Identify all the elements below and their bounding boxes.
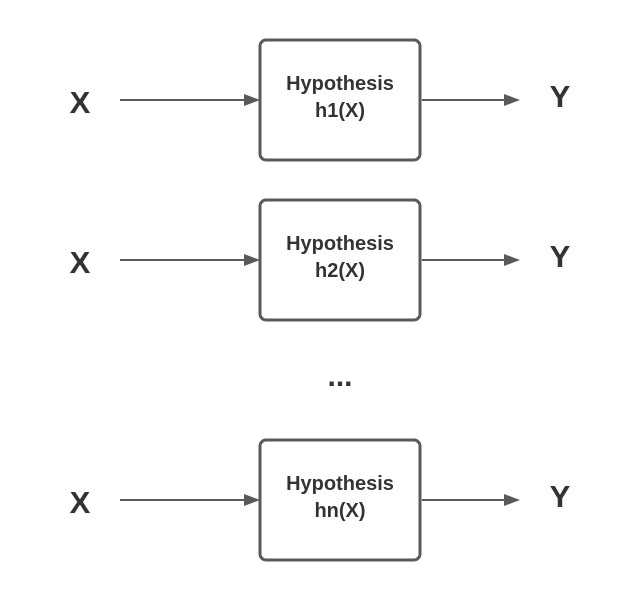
input-label: X (70, 85, 91, 120)
output-arrow-head (504, 254, 520, 266)
input-arrow-head (244, 494, 260, 506)
output-arrow-head (504, 494, 520, 506)
hypothesis-box (258, 198, 422, 322)
hypothesis-row-2: X Hypothesis h2(X) Y (70, 198, 571, 322)
input-label: X (70, 245, 91, 280)
output-label: Y (550, 239, 571, 274)
hypothesis-box (258, 38, 422, 162)
hypothesis-row-n: X Hypothesis hn(X) Y (70, 438, 571, 562)
output-label: Y (550, 479, 571, 514)
hypothesis-box-title: Hypothesis (286, 233, 394, 255)
input-label: X (70, 485, 91, 520)
hypothesis-box-title: Hypothesis (286, 473, 394, 495)
input-arrow-head (244, 254, 260, 266)
hypothesis-box-title: Hypothesis (286, 73, 394, 95)
hypothesis-box-function: h1(X) (315, 100, 365, 122)
ellipsis-separator: ... (327, 360, 352, 393)
hypothesis-box-function: h2(X) (315, 260, 365, 282)
hypothesis-box-function: hn(X) (314, 500, 365, 522)
output-arrow-head (504, 94, 520, 106)
output-label: Y (550, 79, 571, 114)
hypothesis-box (258, 438, 422, 562)
input-arrow-head (244, 94, 260, 106)
hypothesis-row-1: X Hypothesis h1(X) Y (70, 38, 571, 162)
